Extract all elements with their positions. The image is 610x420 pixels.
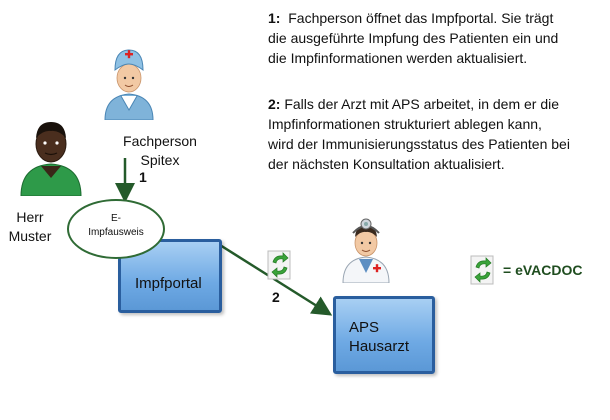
doctor-icon — [342, 218, 390, 283]
legend-label: = eVACDOC — [503, 262, 583, 278]
note-2-number: 2: — [268, 96, 281, 112]
nurse-label: Fachperson Spitex — [120, 132, 200, 170]
note-2-line-4: der nächsten Konsultation aktualisiert. — [268, 156, 505, 172]
note-1-line-1: Fachperson öffnet das Impfportal. Sie tr… — [288, 10, 554, 26]
nurse-icon — [104, 49, 154, 120]
patient-label-line-1: Herr — [16, 209, 44, 225]
e-impfausweis-line-2: Impfausweis — [88, 227, 144, 238]
step-1-label: 1 — [139, 169, 147, 185]
nurse-label-line-2: Spitex — [140, 152, 180, 168]
evacdoc-recycle-icon — [267, 250, 291, 280]
aps-hausarzt-box: APS Hausarzt — [333, 296, 435, 374]
nurse-label-line-1: Fachperson — [123, 133, 197, 149]
legend-recycle-icon — [470, 255, 494, 285]
aps-label-line-2: Hausarzt — [349, 338, 410, 355]
impfportal-label: Impfportal — [135, 275, 202, 292]
aps-hausarzt-label: APS Hausarzt — [349, 318, 409, 356]
e-impfausweis-label: E- Impfausweis — [69, 212, 163, 240]
note-2: 2: Falls der Arzt mit APS arbeitet, in d… — [268, 94, 608, 174]
note-1-line-3: die Impfinformationen werden aktualisier… — [268, 50, 528, 66]
patient-label-line-2: Muster — [8, 228, 52, 244]
note-2-line-3: wird der Immunisierungsstatus des Patien… — [268, 136, 570, 152]
note-1-line-2: die ausgeführte Impfung des Patienten ei… — [268, 30, 559, 46]
e-impfausweis-ellipse: E- Impfausweis — [67, 199, 165, 259]
e-impfausweis-line-1: E- — [111, 213, 121, 224]
step-2-label: 2 — [272, 289, 280, 305]
patient-label: Herr Muster — [0, 208, 60, 246]
patient-icon — [20, 122, 82, 196]
aps-label-line-1: APS — [349, 319, 380, 336]
note-2-line-2: Impfinformationen strukturiert ablegen k… — [268, 116, 542, 132]
note-1-number: 1: — [268, 10, 281, 26]
note-1: 1: Fachperson öffnet das Impfportal. Sie… — [268, 8, 603, 68]
note-2-line-1: Falls der Arzt mit APS arbeitet, in dem … — [284, 96, 560, 112]
